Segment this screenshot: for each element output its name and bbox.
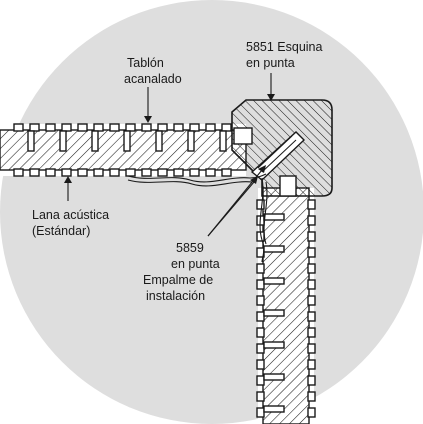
- plank-tooth: [77, 168, 88, 177]
- corner-label-line1: 5851 Esquina: [246, 40, 323, 54]
- joint-label-line2: en punta: [171, 257, 220, 271]
- plank-tooth: [256, 343, 265, 354]
- plank-tooth: [205, 123, 216, 132]
- plank-tooth: [141, 168, 152, 177]
- plank-tooth: [256, 311, 265, 322]
- joint-leader-2: [207, 169, 263, 237]
- plank-slot: [59, 130, 67, 152]
- plank-tooth: [45, 123, 56, 132]
- plank-tooth: [173, 168, 184, 177]
- plank-tooth: [157, 168, 168, 177]
- plank-slot: [263, 277, 285, 285]
- plank-slot: [219, 130, 227, 152]
- vertical-plank: [256, 187, 316, 424]
- wool-label-line1: Lana acústica: [32, 208, 109, 222]
- plank-tooth: [29, 168, 40, 177]
- plank-tooth: [157, 123, 168, 132]
- plank-tooth: [256, 359, 265, 370]
- plank-tooth: [307, 407, 316, 418]
- plank-slot: [263, 341, 285, 349]
- joint-label-line1: 5859: [176, 241, 204, 255]
- plank-tooth: [13, 168, 24, 177]
- plank-tooth: [45, 168, 56, 177]
- plank-tooth: [307, 311, 316, 322]
- plank-tooth: [256, 263, 265, 274]
- plank-tooth: [307, 327, 316, 338]
- plank-slot: [27, 130, 35, 152]
- plank-tooth: [77, 123, 88, 132]
- corner-label-line2: en punta: [246, 56, 295, 70]
- plank-tooth: [125, 123, 136, 132]
- plank-slot: [123, 130, 131, 152]
- joint-label-line3: Empalme de: [143, 273, 213, 287]
- plank-tooth: [189, 123, 200, 132]
- acoustic-wool: [127, 173, 268, 263]
- plank-tooth: [256, 295, 265, 306]
- plank-tooth: [307, 295, 316, 306]
- plank-slot: [91, 130, 99, 152]
- plank-tooth: [307, 231, 316, 242]
- plank-tooth: [307, 359, 316, 370]
- plank-tooth: [307, 199, 316, 210]
- plank-tooth: [307, 263, 316, 274]
- plank-tooth: [307, 343, 316, 354]
- plank-tooth: [173, 123, 184, 132]
- plank-tooth: [221, 168, 232, 177]
- plank-tooth: [189, 168, 200, 177]
- plank-tooth: [29, 123, 40, 132]
- plank-tooth: [256, 327, 265, 338]
- plank-tooth: [307, 375, 316, 386]
- horizontal-plank: [0, 123, 247, 177]
- leader-lines: [64, 73, 275, 237]
- plank-tooth: [93, 168, 104, 177]
- plank-tooth: [125, 168, 136, 177]
- plank-tooth: [61, 168, 72, 177]
- plank-tooth: [141, 123, 152, 132]
- plank-label-line2: acanalado: [124, 72, 182, 86]
- plank-slot: [187, 130, 195, 152]
- plank-slot: [155, 130, 163, 152]
- plank-tooth: [109, 123, 120, 132]
- plank-tooth: [256, 199, 265, 210]
- plank-tooth: [109, 168, 120, 177]
- plank-tooth: [221, 123, 232, 132]
- plank-tooth: [256, 391, 265, 402]
- plank-tooth: [13, 123, 24, 132]
- plank-tooth: [256, 375, 265, 386]
- plank-tooth: [93, 123, 104, 132]
- plank-tooth: [307, 247, 316, 258]
- plank-slot: [263, 245, 285, 253]
- plank-tooth: [256, 279, 265, 290]
- plank-tooth: [307, 391, 316, 402]
- plank-tooth: [256, 407, 265, 418]
- wool-label-line2: (Estándar): [32, 224, 90, 238]
- joint-label-line4: instalación: [146, 289, 205, 303]
- plank-slot: [263, 213, 285, 221]
- plank-slot: [263, 309, 285, 317]
- plank-tooth: [307, 215, 316, 226]
- plank-slot: [263, 405, 285, 413]
- plank-slot: [263, 373, 285, 381]
- plank-tooth: [307, 279, 316, 290]
- plank-tooth: [61, 123, 72, 132]
- plank-tooth: [205, 168, 216, 177]
- plank-label-line1: Tablón: [127, 56, 164, 70]
